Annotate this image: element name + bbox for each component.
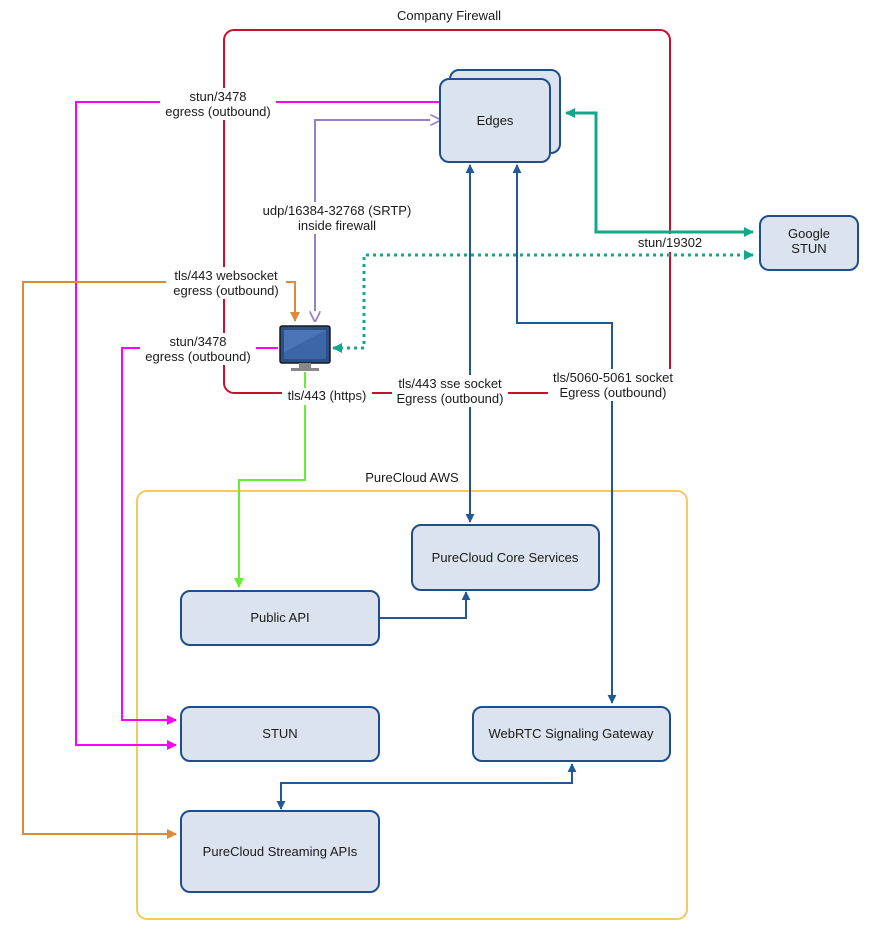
stun-node: STUN bbox=[180, 706, 380, 762]
webrtc-gateway-node: WebRTC Signaling Gateway bbox=[472, 706, 671, 762]
svg-text:stun/19302: stun/19302 bbox=[638, 235, 702, 250]
label-udp-srtp: udp/16384-32768 (SRTP) inside firewall bbox=[255, 202, 417, 234]
edge-stun-19302-edges bbox=[565, 108, 754, 237]
edge-tls-websocket bbox=[22, 281, 295, 839]
streaming-apis-node: PureCloud Streaming APIs bbox=[180, 810, 380, 893]
edge-tls-5060 bbox=[512, 164, 617, 704]
webrtc-gateway-label: WebRTC Signaling Gateway bbox=[489, 726, 654, 741]
svg-text:tls/443 sse socket: tls/443 sse socket bbox=[398, 376, 502, 391]
edge-stun-3478-client bbox=[121, 347, 278, 725]
label-stun-3478-top: stun/3478 egress (outbound) bbox=[160, 88, 276, 120]
core-services-label: PureCloud Core Services bbox=[432, 550, 579, 565]
svg-text:stun/3478: stun/3478 bbox=[169, 334, 226, 349]
aws-title: PureCloud AWS bbox=[365, 470, 459, 485]
core-services-node: PureCloud Core Services bbox=[411, 524, 600, 591]
firewall-title: Company Firewall bbox=[397, 8, 501, 23]
label-tls-5060: tls/5060-5061 socket Egress (outbound) bbox=[548, 369, 680, 401]
label-stun-3478-mid: stun/3478 egress (outbound) bbox=[140, 333, 256, 365]
google-stun-label-line1: Google bbox=[788, 226, 830, 241]
public-api-node: Public API bbox=[180, 590, 380, 646]
google-stun-label-line2: STUN bbox=[791, 241, 826, 256]
svg-text:Egress (outbound): Egress (outbound) bbox=[397, 391, 504, 406]
desktop-monitor-icon bbox=[279, 325, 331, 371]
edge-public-api-core bbox=[380, 591, 471, 619]
svg-text:tls/443 websocket: tls/443 websocket bbox=[174, 268, 278, 283]
svg-text:tls/443 (https): tls/443 (https) bbox=[288, 388, 367, 403]
edge-stun-19302-client bbox=[332, 250, 754, 353]
edge-streaming-webrtc bbox=[276, 763, 577, 810]
svg-text:udp/16384-32768 (SRTP): udp/16384-32768 (SRTP) bbox=[263, 203, 412, 218]
edge-tls-https bbox=[234, 372, 306, 588]
label-tls-sse: tls/443 sse socket Egress (outbound) bbox=[392, 375, 508, 407]
label-tls-websocket: tls/443 websocket egress (outbound) bbox=[166, 267, 286, 299]
svg-text:stun/3478: stun/3478 bbox=[189, 89, 246, 104]
svg-text:inside firewall: inside firewall bbox=[298, 218, 376, 233]
svg-text:egress (outbound): egress (outbound) bbox=[145, 349, 251, 364]
svg-text:egress (outbound): egress (outbound) bbox=[173, 283, 279, 298]
edges-label: Edges bbox=[477, 113, 514, 128]
label-tls-https: tls/443 (https) bbox=[282, 388, 372, 405]
edges-node: Edges bbox=[439, 69, 561, 163]
svg-text:egress (outbound): egress (outbound) bbox=[165, 104, 271, 119]
svg-text:tls/5060-5061 socket: tls/5060-5061 socket bbox=[553, 370, 673, 385]
label-stun-19302: stun/19302 bbox=[634, 234, 706, 252]
google-stun-node: Google STUN bbox=[759, 215, 859, 271]
edge-stun-3478-edges bbox=[75, 101, 440, 750]
public-api-label: Public API bbox=[250, 610, 309, 625]
streaming-apis-label: PureCloud Streaming APIs bbox=[203, 844, 358, 859]
stun-label: STUN bbox=[262, 726, 297, 741]
purecloud-aws-boundary bbox=[136, 490, 688, 920]
svg-text:Egress (outbound): Egress (outbound) bbox=[560, 385, 667, 400]
